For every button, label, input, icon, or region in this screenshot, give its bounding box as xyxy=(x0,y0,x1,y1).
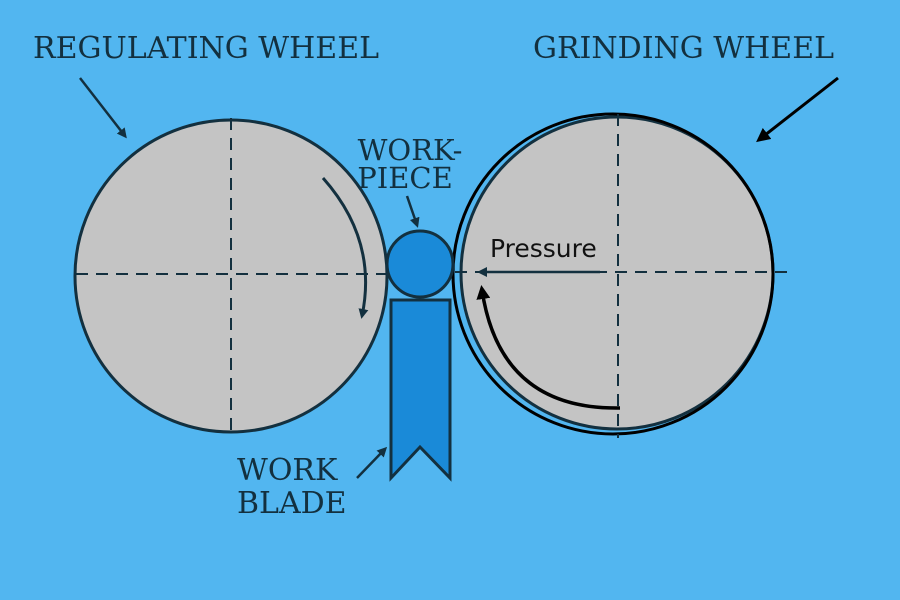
arrow-icon xyxy=(356,446,388,479)
grinding-wheel: Pressure xyxy=(451,112,790,438)
regulating-wheel xyxy=(73,118,389,438)
arrow-icon xyxy=(405,195,420,228)
regulating-wheel-label: REGULATING WHEEL xyxy=(33,31,379,66)
rotation-arrow-icon xyxy=(321,177,369,319)
work-blade-label-line1: WORK xyxy=(237,453,338,488)
arrow-icon xyxy=(756,76,839,143)
grinding-wheel-label: GRINDING WHEEL xyxy=(533,31,834,66)
work-blade xyxy=(389,298,452,482)
arrow-icon xyxy=(79,77,127,139)
workpiece xyxy=(385,229,455,299)
work-blade-label-line2: BLADE xyxy=(237,486,347,521)
workpiece-label-line1: WORK- xyxy=(358,133,463,167)
workpiece-label-line2: PIECE xyxy=(357,161,453,195)
pressure-label: Pressure xyxy=(490,234,597,263)
rotation-arrow-icon xyxy=(476,285,621,410)
